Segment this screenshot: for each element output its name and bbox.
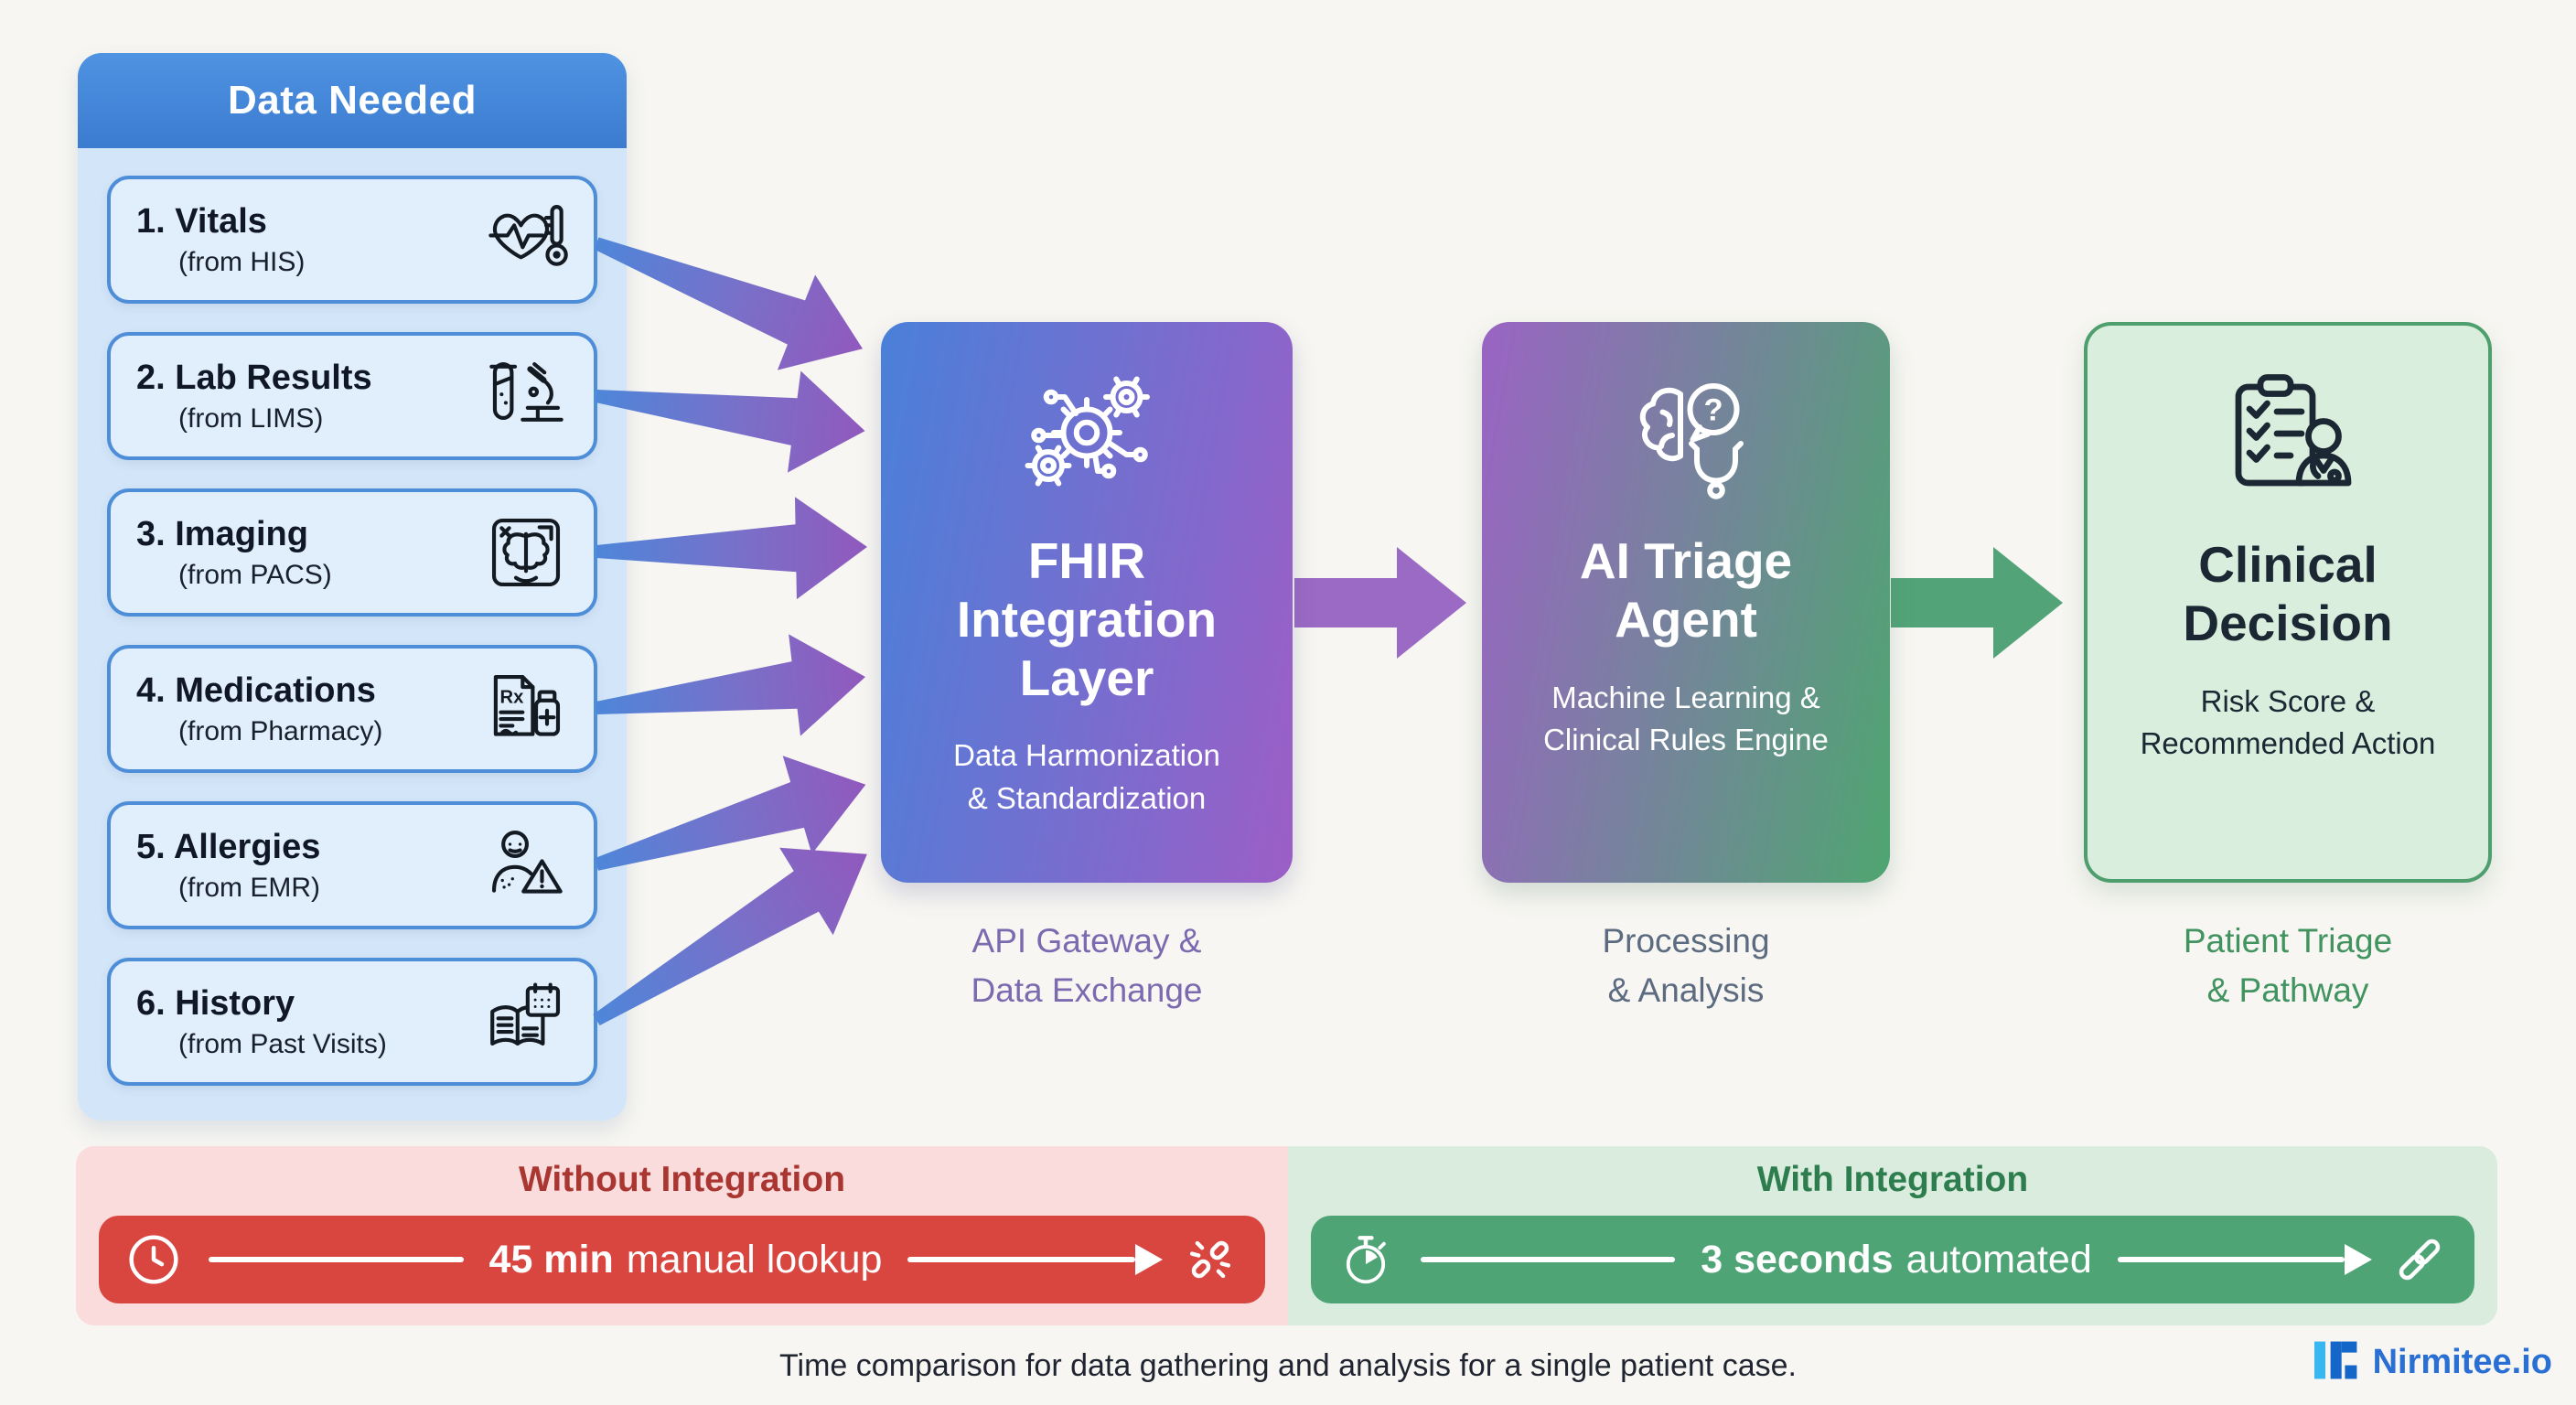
- clipboard-doctor-icon: [2219, 368, 2356, 505]
- stage-title: Clinical Decision: [2183, 536, 2393, 651]
- data-item-text: 5. Allergies (from EMR): [136, 828, 320, 904]
- data-item-title: 6. History: [136, 983, 295, 1023]
- allergy-warning-icon: [484, 823, 568, 907]
- data-needed-header: Data Needed: [78, 53, 627, 148]
- footer-caption: Time comparison for data gathering and a…: [779, 1348, 1797, 1383]
- svg-text:?: ?: [1703, 393, 1723, 428]
- converging-arrow-medications: [596, 634, 866, 736]
- data-needed-items: 1. Vitals (from HIS) 2. Lab Results (fro…: [78, 148, 627, 1086]
- stage-caption-clinical: Patient Triage & Pathway: [2183, 922, 2393, 1009]
- brand-logo: Nirmitee.io: [2313, 1339, 2552, 1386]
- method-label: manual lookup: [626, 1237, 883, 1282]
- nirmitee-logo-icon: [2313, 1339, 2362, 1386]
- without-integration-heading: Without Integration: [518, 1160, 846, 1199]
- timeline-segment: [2117, 1257, 2345, 1262]
- data-item-title: 4. Medications: [136, 670, 376, 710]
- without-integration-panel: Without Integration 45 min manual lookup: [76, 1146, 1288, 1325]
- brain-stethoscope-icon: ?: [1617, 364, 1755, 501]
- svg-text:Rx: Rx: [499, 688, 524, 708]
- test-tube-microscope-icon: [484, 354, 568, 438]
- data-item-title: 3. Imaging: [136, 514, 308, 553]
- stage-fhir-integration-layer: FHIR Integration Layer Data Harmonizatio…: [881, 322, 1293, 883]
- xray-scan-icon: [484, 510, 568, 595]
- data-item-title: 1. Vitals: [136, 201, 267, 241]
- stage-caption-fhir: API Gateway & Data Exchange: [971, 922, 1203, 1009]
- data-item-imaging: 3. Imaging (from PACS): [107, 488, 597, 617]
- converging-arrow-imaging: [596, 497, 867, 600]
- brand-name: Nirmitee.io: [2372, 1343, 2552, 1381]
- data-item-vitals: 1. Vitals (from HIS): [107, 176, 597, 304]
- data-item-text: 4. Medications (from Pharmacy): [136, 671, 382, 747]
- data-item-source: (from Past Visits): [178, 1028, 387, 1059]
- data-item-lab-results: 2. Lab Results (from LIMS): [107, 332, 597, 460]
- stage-subtitle: Risk Score & Recommended Action: [2140, 683, 2436, 760]
- data-item-allergies: 5. Allergies (from EMR): [107, 801, 597, 929]
- data-item-source: (from HIS): [178, 246, 306, 277]
- without-integration-time: 45 min manual lookup: [489, 1238, 883, 1282]
- link-icon: [2390, 1230, 2449, 1289]
- data-item-text: 2. Lab Results (from LIMS): [136, 359, 372, 434]
- data-item-text: 3. Imaging (from PACS): [136, 515, 332, 591]
- stage-subtitle: Data Harmonization & Standardization: [953, 738, 1220, 815]
- timeline-segment: [1421, 1257, 1676, 1262]
- data-item-text: 6. History (from Past Visits): [136, 984, 387, 1060]
- arrowhead: [1135, 1244, 1163, 1275]
- with-integration-heading: With Integration: [1756, 1160, 2029, 1199]
- data-item-text: 1. Vitals (from HIS): [136, 202, 305, 278]
- stage-ai-triage-agent: ? AI Triage Agent Machine Learning & Cli…: [1482, 322, 1890, 883]
- without-integration-bar: 45 min manual lookup: [99, 1216, 1265, 1303]
- gears-network-icon: [1018, 364, 1155, 501]
- book-calendar-icon: [484, 980, 568, 1064]
- data-needed-panel: Data Needed 1. Vitals (from HIS) 2: [78, 53, 627, 1121]
- method-label: automated: [1905, 1237, 2092, 1282]
- duration-value: 3 seconds: [1701, 1237, 1894, 1282]
- stage-title: AI Triage Agent: [1579, 532, 1793, 648]
- duration-value: 45 min: [488, 1237, 614, 1282]
- stage-clinical-decision: Clinical Decision Risk Score & Recommend…: [2084, 322, 2492, 883]
- data-item-medications: 4. Medications (from Pharmacy) Rx: [107, 645, 597, 773]
- data-item-source: (from PACS): [178, 559, 332, 590]
- heart-pulse-thermometer-icon: [484, 198, 568, 282]
- data-item-source: (from Pharmacy): [178, 715, 383, 746]
- clock-icon: [124, 1230, 183, 1289]
- arrow-fhir-to-ai: [1294, 547, 1466, 659]
- broken-link-icon: [1181, 1230, 1240, 1289]
- data-needed-title: Data Needed: [227, 78, 478, 123]
- arrow-ai-to-decision: [1891, 547, 2063, 659]
- data-item-title: 2. Lab Results: [136, 358, 372, 397]
- stage-title: FHIR Integration Layer: [956, 532, 1218, 706]
- arrowhead: [2345, 1244, 2372, 1275]
- prescription-bottle-icon: Rx: [484, 667, 568, 751]
- data-item-history: 6. History (from Past Visits): [107, 958, 597, 1086]
- timeline-segment: [907, 1257, 1135, 1262]
- timeline-arrow: [2117, 1244, 2372, 1275]
- converging-arrow-lab: [596, 370, 865, 473]
- timeline-segment: [209, 1257, 464, 1262]
- converging-arrow-allergies: [595, 756, 866, 871]
- data-item-title: 5. Allergies: [136, 827, 321, 866]
- timeline-arrow: [907, 1244, 1163, 1275]
- stage-caption-ai: Processing & Analysis: [1602, 922, 1770, 1009]
- data-item-source: (from EMR): [178, 872, 320, 903]
- stage-subtitle: Machine Learning & Clinical Rules Engine: [1543, 680, 1829, 756]
- stopwatch-icon: [1336, 1230, 1395, 1289]
- data-item-source: (from LIMS): [178, 402, 324, 434]
